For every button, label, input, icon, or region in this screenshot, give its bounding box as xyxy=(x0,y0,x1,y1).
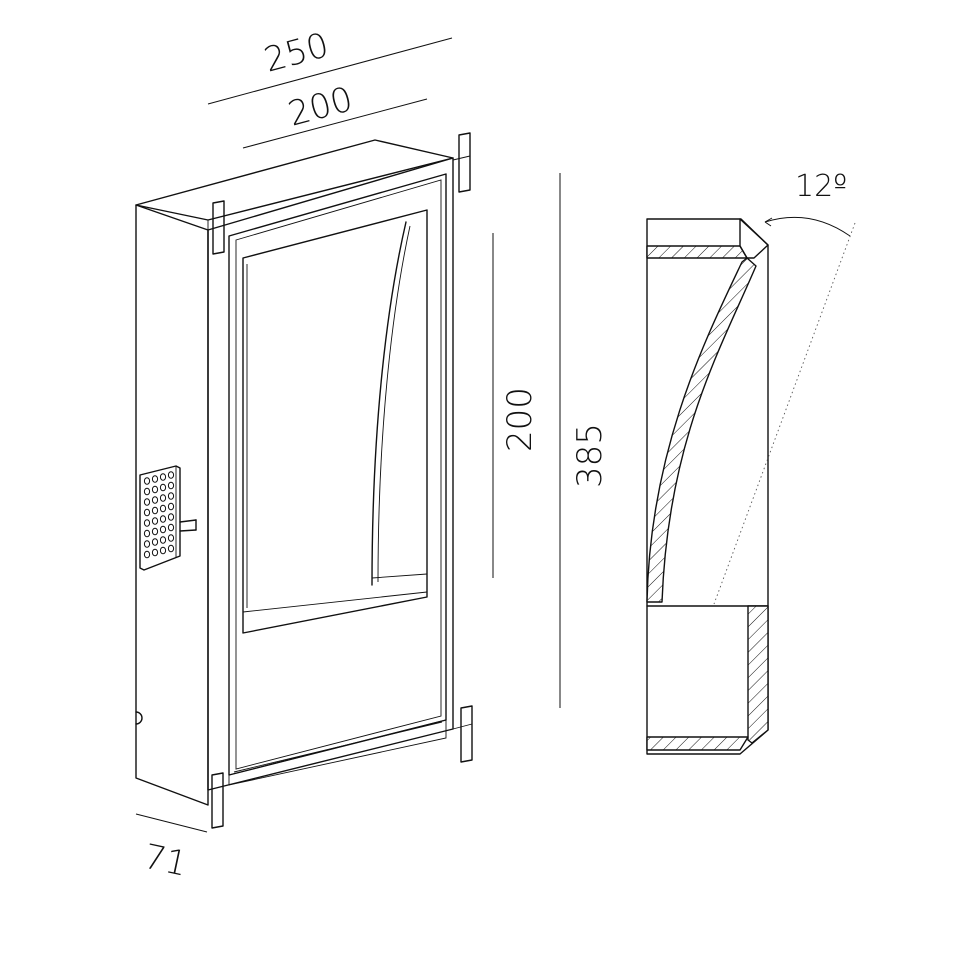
terminal-hole xyxy=(151,517,159,525)
dimension-total-height: 385 xyxy=(559,173,610,708)
recess-width-label: 200 xyxy=(284,79,357,134)
terminal-hole xyxy=(143,550,151,559)
dimension-depth: 71 xyxy=(135,813,208,885)
terminal-block xyxy=(139,465,197,571)
section-bottom-wall xyxy=(646,736,749,751)
fixture-section-view: 12º xyxy=(646,169,856,755)
terminal-hole xyxy=(159,515,167,523)
top-panel xyxy=(135,139,454,221)
total-height-label: 385 xyxy=(570,423,610,488)
dimension-recess-width: 200 xyxy=(242,79,428,149)
depth-label: 71 xyxy=(140,837,191,885)
terminal-hole xyxy=(167,492,175,500)
front-frame xyxy=(207,157,454,791)
terminal-hole xyxy=(159,494,167,502)
terminal-hole xyxy=(151,485,159,494)
terminal-hole xyxy=(167,471,175,479)
terminal-hole xyxy=(143,498,151,506)
mounting-tab-top-right xyxy=(458,132,471,193)
section-top-edge xyxy=(739,218,769,259)
terminal-hole xyxy=(151,527,159,536)
reflector-curve xyxy=(371,221,407,586)
terminal-hole xyxy=(159,536,167,544)
terminal-hole xyxy=(143,519,151,527)
mounting-tab-bottom-left xyxy=(211,772,224,829)
side-panel xyxy=(135,204,209,806)
terminal-hole xyxy=(143,529,151,538)
terminal-hole xyxy=(159,483,167,492)
terminal-hole xyxy=(143,487,151,496)
section-top-wall xyxy=(646,245,748,259)
terminal-hole xyxy=(159,525,167,534)
mounting-tab-bottom-right xyxy=(460,705,473,763)
fixture-perspective-view xyxy=(135,132,473,829)
terminal-hole xyxy=(143,540,151,548)
terminal-hole xyxy=(167,481,175,490)
window-height-label: 200 xyxy=(500,387,540,452)
terminal-hole xyxy=(167,502,175,511)
section-front-wall xyxy=(747,605,769,744)
terminal-hole xyxy=(151,548,159,557)
terminal-hole xyxy=(167,544,175,553)
terminal-hole xyxy=(159,546,167,555)
terminal-hole xyxy=(151,506,159,515)
glass-window xyxy=(242,209,428,634)
angle-arc xyxy=(764,216,851,237)
terminal-hole xyxy=(143,508,151,517)
mounting-tab-top-left xyxy=(212,200,225,255)
section-reflector xyxy=(646,257,757,603)
dimension-window-height: 200 xyxy=(492,233,540,578)
terminal-hole xyxy=(167,523,175,532)
total-width-label: 250 xyxy=(260,25,333,80)
tilt-angle-label: 12º xyxy=(795,169,847,204)
terminal-hole xyxy=(159,473,167,481)
terminal-hole xyxy=(151,538,159,546)
terminal-hole xyxy=(167,534,175,542)
terminal-hole xyxy=(151,496,159,504)
light-direction-line xyxy=(713,222,856,605)
terminal-hole xyxy=(159,504,167,513)
front-frame-inner xyxy=(228,173,447,776)
terminal-hole xyxy=(143,477,151,485)
bottom-lip xyxy=(228,719,447,786)
terminal-hole xyxy=(167,513,175,521)
cable-knockout xyxy=(135,711,143,725)
terminal-hole xyxy=(151,475,159,483)
